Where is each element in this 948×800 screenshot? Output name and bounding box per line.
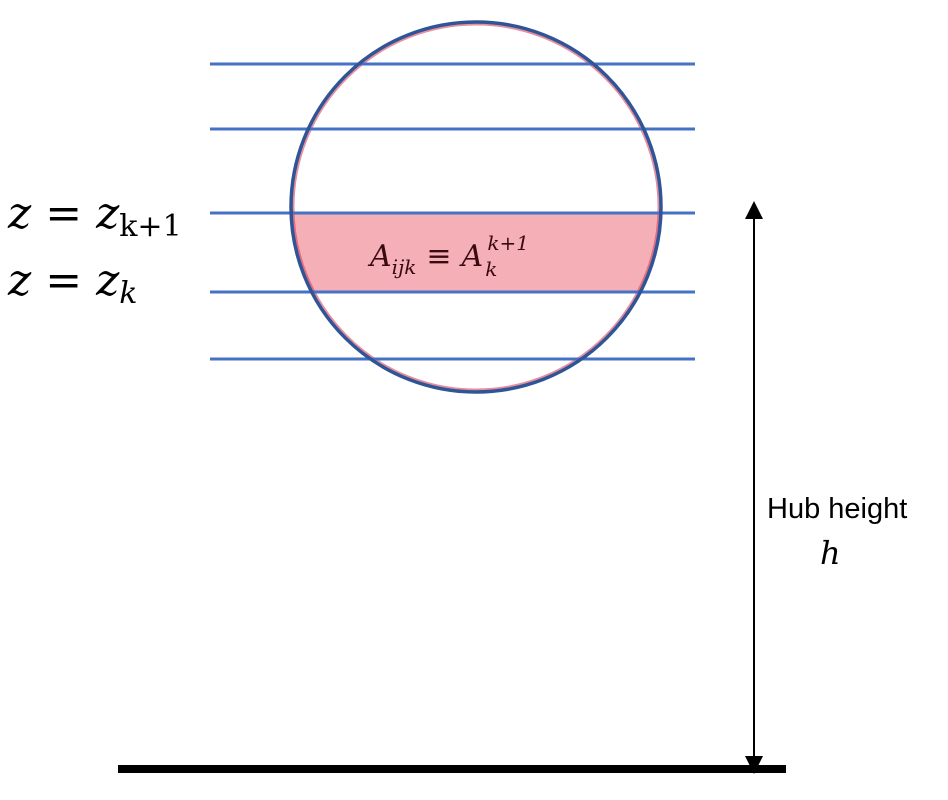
z-upper-label: z=zk+1	[7, 188, 182, 244]
area-band	[291, 213, 661, 293]
hub-height-symbol: h	[820, 534, 841, 572]
hub-height-label: Hub height	[767, 493, 907, 525]
area-band-edges	[291, 22, 661, 392]
z-lower-label: z=zk	[7, 255, 137, 311]
rotor-circle	[289, 20, 663, 394]
